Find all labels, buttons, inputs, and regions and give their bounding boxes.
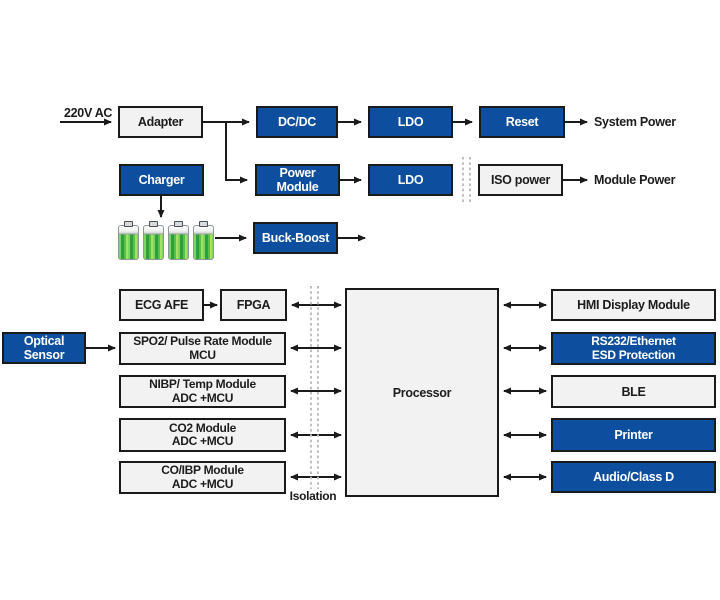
- node-hmi-display: HMI Display Module: [551, 289, 716, 321]
- node-reset: Reset: [479, 106, 565, 138]
- node-buck-boost: Buck-Boost: [253, 222, 338, 254]
- node-nibp-line2: ADC +MCU: [171, 390, 234, 405]
- node-ecg-afe: ECG AFE: [119, 289, 204, 321]
- node-adapter: Adapter: [118, 106, 203, 138]
- battery-icon: [168, 221, 189, 260]
- node-spo2-line2: MCU: [189, 347, 216, 362]
- node-spo2-line1: SPO2/ Pulse Rate Module: [133, 334, 272, 348]
- ac-input-label: 220V AC: [64, 106, 113, 120]
- system-power-label: System Power: [594, 115, 676, 129]
- battery-icon: [118, 221, 139, 260]
- battery-icon: [193, 221, 214, 260]
- wire-adapter-branch-to-power-module: [225, 122, 248, 184]
- node-rs232-esd: RS232/Ethernet ESD Protection: [551, 332, 716, 365]
- isolation-label: Isolation: [289, 489, 337, 503]
- node-iso-power: ISO power: [478, 164, 563, 196]
- node-co2-line2: ADC +MCU: [171, 434, 234, 448]
- node-nibp-line1: NIBP/ Temp Module: [149, 377, 256, 391]
- node-co2-line1: CO2 Module: [168, 420, 236, 435]
- node-printer: Printer: [551, 418, 716, 452]
- node-rs232-line2: ESD Protection: [591, 347, 676, 362]
- node-ble: BLE: [551, 375, 716, 408]
- node-dcdc: DC/DC: [256, 106, 338, 138]
- module-power-label: Module Power: [594, 173, 676, 187]
- node-nibp-module: NIBP/ Temp Module ADC +MCU: [119, 375, 286, 408]
- node-rs232-line1: RS232/Ethernet: [591, 334, 676, 348]
- node-coibp-line1: CO/IBP Module: [161, 463, 244, 477]
- node-processor: Processor: [345, 288, 499, 497]
- node-spo2-module: SPO2/ Pulse Rate Module MCU: [119, 332, 286, 365]
- node-coibp-module: CO/IBP Module ADC +MCU: [119, 461, 286, 494]
- node-optical-sensor: Optical Sensor: [2, 332, 86, 364]
- battery-icon: [143, 221, 164, 260]
- node-fpga: FPGA: [220, 289, 287, 321]
- node-co2-module: CO2 Module ADC +MCU: [119, 418, 286, 452]
- node-ldo-bottom: LDO: [368, 164, 453, 196]
- node-ldo-top: LDO: [368, 106, 453, 138]
- node-power-module: Power Module: [255, 164, 340, 196]
- node-audio-classd: Audio/Class D: [551, 461, 716, 493]
- node-charger: Charger: [119, 164, 204, 196]
- node-coibp-line2: ADC +MCU: [171, 476, 234, 491]
